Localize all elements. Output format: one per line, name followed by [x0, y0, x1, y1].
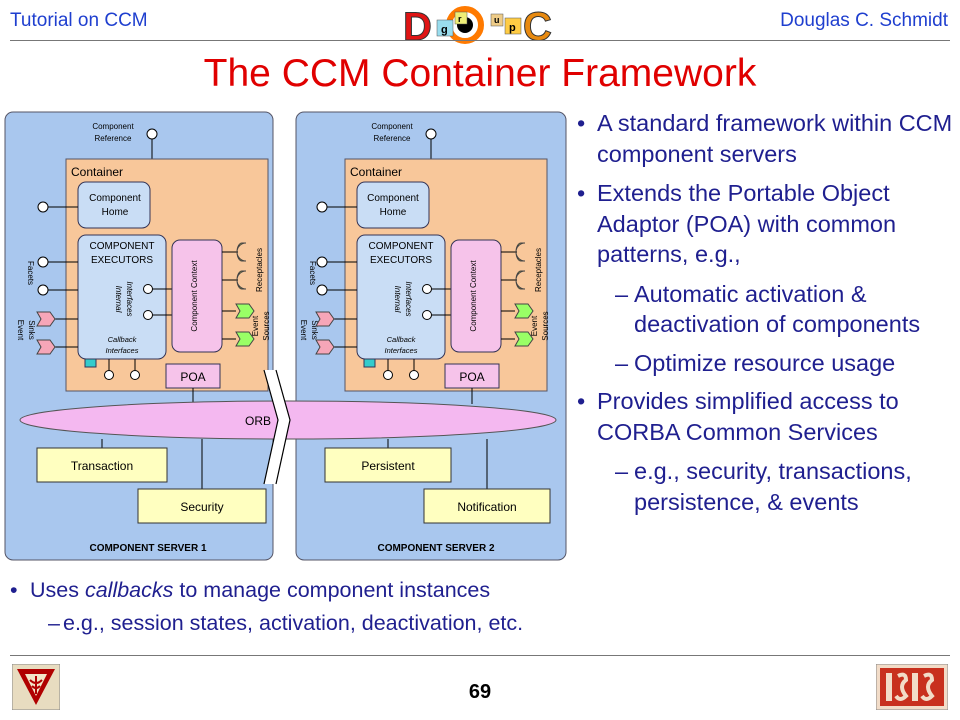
svg-text:Home: Home [102, 207, 129, 218]
footer-rule [10, 655, 950, 656]
component-reference-port-1 [146, 128, 158, 140]
facet-port-1b [37, 284, 49, 296]
svg-text:Sinks: Sinks [27, 320, 36, 340]
bullet-common-services: Provides simplified access to CORBA Comm… [577, 386, 957, 447]
svg-text:Sources: Sources [541, 311, 550, 340]
svg-text:Component: Component [89, 193, 141, 204]
svg-text:Home: Home [380, 207, 407, 218]
receptacles-label-1: Receptacles [255, 248, 264, 292]
notification-service [423, 488, 551, 524]
component-server-1: Component Reference Container Component … [4, 111, 274, 561]
orb-label: ORB [245, 414, 271, 428]
component-home-2 [356, 181, 430, 229]
ccm-container-diagram: Component Reference Container Component … [4, 111, 567, 561]
header-rule [10, 40, 950, 41]
internal-interfaces-2: Internal [393, 286, 402, 313]
svg-text:Transaction: Transaction [71, 459, 133, 473]
component-context-1 [171, 239, 223, 353]
container-label-1: Container [71, 165, 123, 179]
bullet-extends-poa: Extends the Portable Object Adaptor (POA… [577, 178, 957, 270]
svg-text:Interfaces: Interfaces [125, 281, 134, 316]
bullet-standard-framework: A standard framework within CCM componen… [577, 108, 957, 169]
facets-label-1: Facets [26, 261, 35, 285]
container-label-2: Container [350, 165, 402, 179]
header-left: Tutorial on CCM [10, 10, 148, 31]
header-right: Douglas C. Schmidt [780, 10, 948, 31]
svg-text:u: u [494, 15, 500, 25]
facet-port-1a [37, 256, 49, 268]
svg-text:Component Context: Component Context [469, 260, 478, 332]
svg-text:POA: POA [459, 370, 484, 384]
svg-text:p: p [509, 22, 516, 34]
home-port-1 [37, 201, 49, 213]
component-reference-label-1: Component [92, 122, 134, 131]
vanderbilt-logo [12, 664, 60, 710]
security-service [137, 488, 267, 524]
event-sources-label-2: Event [530, 315, 539, 336]
callbacks-emphasis: callbacks [84, 578, 174, 602]
doc-group-logo: D C g r u p [403, 5, 553, 47]
page-number: 69 [468, 681, 492, 703]
facet-port-2a [316, 256, 328, 268]
subbullet-services-examples: e.g., security, transactions, persistenc… [577, 456, 957, 517]
subbullet-session-states: e.g., session states, activation, deacti… [10, 609, 630, 638]
transaction-service [36, 447, 168, 483]
bullet-callbacks: Uses callbacks to manage component insta… [10, 576, 630, 605]
poa-2 [444, 363, 500, 389]
svg-text:Interfaces: Interfaces [385, 346, 418, 355]
persistent-service [324, 447, 452, 483]
callback-interfaces-1: Callback [108, 335, 138, 344]
facets-label-2: Facets [308, 261, 317, 285]
svg-text:C: C [523, 5, 552, 46]
event-sinks-label-2: Event [299, 320, 308, 341]
svg-text:Interfaces: Interfaces [106, 346, 139, 355]
component-context-2 [450, 239, 502, 353]
component-home-1 [77, 181, 151, 229]
svg-text:Reference: Reference [95, 134, 132, 143]
svg-text:Security: Security [180, 500, 223, 514]
svg-text:Sources: Sources [262, 311, 271, 340]
svg-text:COMPONENT: COMPONENT [90, 241, 155, 252]
svg-text:D: D [403, 5, 432, 46]
component-server-2: Component Reference Container Component … [295, 111, 567, 561]
slide-title: The CCM Container Framework [203, 52, 757, 95]
event-sources-label-1: Event [251, 315, 260, 336]
bottom-bullet-list: Uses callbacks to manage component insta… [10, 576, 630, 638]
isis-logo [876, 664, 948, 710]
component-executors-2 [356, 234, 446, 360]
svg-text:POA: POA [180, 370, 205, 384]
component-executors-1 [77, 234, 167, 360]
svg-text:r: r [458, 14, 462, 24]
svg-text:Notification: Notification [457, 500, 516, 514]
facet-port-2b [316, 284, 328, 296]
server-label-1: COMPONENT SERVER 1 [89, 543, 206, 554]
receptacles-label-2: Receptacles [534, 248, 543, 292]
component-reference-label-2: Component [371, 122, 413, 131]
svg-text:Component: Component [367, 193, 419, 204]
svg-text:Sinks: Sinks [310, 320, 319, 340]
svg-text:Component Context: Component Context [190, 260, 199, 332]
svg-text:EXECUTORS: EXECUTORS [91, 255, 153, 266]
svg-text:Persistent: Persistent [361, 459, 415, 473]
svg-text:Interfaces: Interfaces [404, 281, 413, 316]
svg-text:EXECUTORS: EXECUTORS [370, 255, 432, 266]
internal-interfaces-1: Internal [114, 286, 123, 313]
component-reference-port-2 [425, 128, 437, 140]
event-sinks-label-1: Event [16, 320, 25, 341]
subbullet-activation: Automatic activation & deactivation of c… [577, 279, 957, 340]
svg-text:Reference: Reference [374, 134, 411, 143]
home-port-2 [316, 201, 328, 213]
svg-text:COMPONENT: COMPONENT [369, 241, 434, 252]
right-bullet-list: A standard framework within CCM componen… [577, 108, 957, 525]
svg-text:g: g [441, 24, 448, 36]
subbullet-resource-usage: Optimize resource usage [577, 348, 957, 379]
callback-interfaces-2: Callback [387, 335, 417, 344]
server-label-2: COMPONENT SERVER 2 [377, 543, 494, 554]
